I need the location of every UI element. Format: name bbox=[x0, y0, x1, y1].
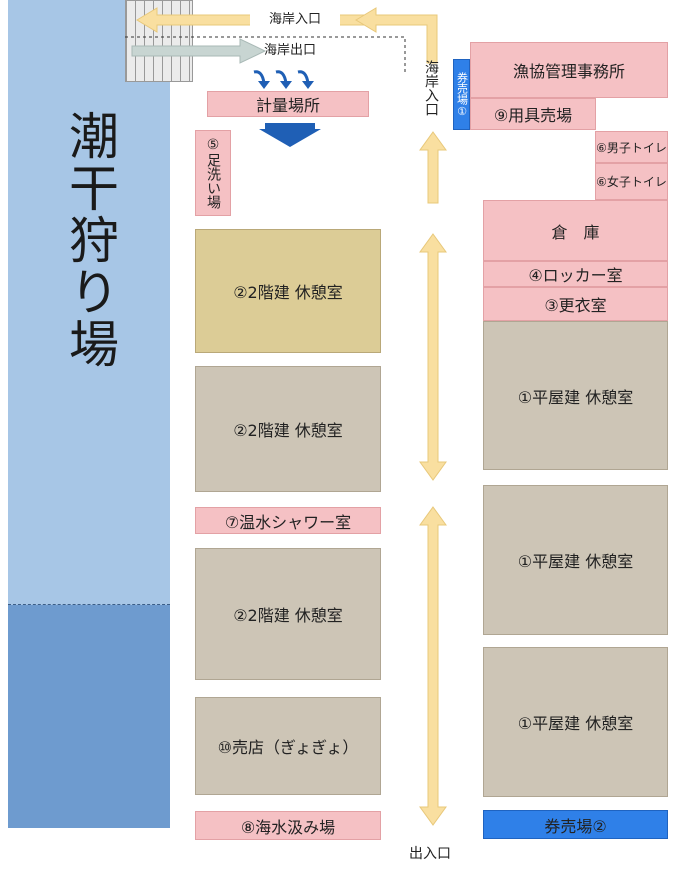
rest-room-1f-c: ①平屋建 休憩室 bbox=[483, 647, 668, 797]
ticket-booth-1-label: 券売場① bbox=[455, 71, 469, 118]
warehouse: 倉 庫 bbox=[483, 200, 668, 261]
path-arrow-upper-icon bbox=[419, 131, 447, 204]
shop-gyogyo-label: ⑩売店（ぎょぎょ） bbox=[217, 738, 359, 757]
weighing-direction-arrows-icon bbox=[253, 70, 314, 89]
coast-exit-arrow-icon bbox=[131, 38, 267, 64]
fishery-office-label: 漁協管理事務所 bbox=[512, 62, 625, 81]
hot-shower-room-label: ⑦温水シャワー室 bbox=[224, 512, 352, 532]
coast-entrance-path-arrow-icon bbox=[355, 7, 438, 64]
hot-shower-room: ⑦温水シャワー室 bbox=[195, 507, 381, 534]
tidal-flat-area bbox=[8, 0, 170, 605]
womens-toilet: ⑥女子トイレ bbox=[595, 163, 668, 200]
rest-room-1f-c-label: ①平屋建 休憩室 bbox=[517, 714, 634, 733]
rest-room-2f-b-label: ②2階建 休憩室 bbox=[233, 421, 343, 440]
rest-room-2f-a: ②2階建 休憩室 bbox=[195, 229, 381, 353]
ticket-booth-2: 券売場② bbox=[483, 810, 668, 839]
rest-room-2f-c: ②2階建 休憩室 bbox=[195, 548, 381, 680]
path-arrow-double-upper-icon bbox=[419, 233, 447, 481]
weighing-area: 計量場所 bbox=[207, 91, 369, 117]
womens-toilet-label: ⑥女子トイレ bbox=[596, 175, 667, 189]
equipment-shop-label: ⑨用具売場 bbox=[493, 106, 573, 125]
seawater-intake-label: ⑧海水汲み場 bbox=[240, 817, 336, 837]
beach-stairs bbox=[125, 0, 193, 82]
weighing-down-arrow-icon bbox=[259, 123, 321, 147]
rest-room-2f-a-label: ②2階建 休憩室 bbox=[233, 283, 343, 302]
ticket-booth-1: 券売場① bbox=[453, 59, 470, 130]
mens-toilet-label: ⑥男子トイレ bbox=[596, 140, 667, 155]
locker-room-label: ④ロッカー室 bbox=[528, 266, 623, 285]
tidal-flat-deep-area bbox=[8, 605, 170, 828]
main-entrance-label: 出入口 bbox=[409, 846, 451, 862]
seawater-intake: ⑧海水汲み場 bbox=[195, 811, 381, 840]
rest-room-2f-b: ②2階建 休憩室 bbox=[195, 366, 381, 492]
warehouse-label: 倉 庫 bbox=[551, 222, 600, 242]
rest-room-1f-a-label: ①平屋建 休憩室 bbox=[517, 387, 634, 407]
rest-room-1f-a: ①平屋建 休憩室 bbox=[483, 321, 668, 470]
mens-toilet: ⑥男子トイレ bbox=[595, 131, 668, 163]
ticket-booth-2-label: 券売場② bbox=[544, 816, 607, 836]
coast-entrance-label: 海岸入口 bbox=[250, 11, 340, 29]
rest-room-1f-b: ①平屋建 休憩室 bbox=[483, 485, 668, 635]
rest-room-2f-c-label: ②2階建 休憩室 bbox=[233, 606, 343, 625]
changing-room-label: ③更衣室 bbox=[544, 296, 607, 315]
path-arrow-double-lower-icon bbox=[419, 506, 447, 826]
locker-room: ④ロッカー室 bbox=[483, 261, 668, 287]
equipment-shop: ⑨用具売場 bbox=[470, 98, 596, 130]
rest-room-1f-b-label: ①平屋建 休憩室 bbox=[517, 552, 634, 571]
tidal-flat-title: 潮干狩り場 bbox=[61, 110, 119, 370]
shop-gyogyo: ⑩売店（ぎょぎょ） bbox=[195, 697, 381, 795]
coast-entrance-vertical-label: 海岸入口 bbox=[423, 60, 439, 116]
weighing-area-label: 計量場所 bbox=[255, 96, 320, 115]
fishery-office: 漁協管理事務所 bbox=[470, 42, 668, 98]
foot-wash-area: ⑤足洗い場 bbox=[195, 130, 231, 216]
changing-room: ③更衣室 bbox=[483, 287, 668, 321]
tide-line bbox=[8, 604, 170, 605]
coast-exit-label: 海岸出口 bbox=[263, 43, 316, 58]
foot-wash-label: ⑤足洗い場 bbox=[205, 137, 221, 209]
